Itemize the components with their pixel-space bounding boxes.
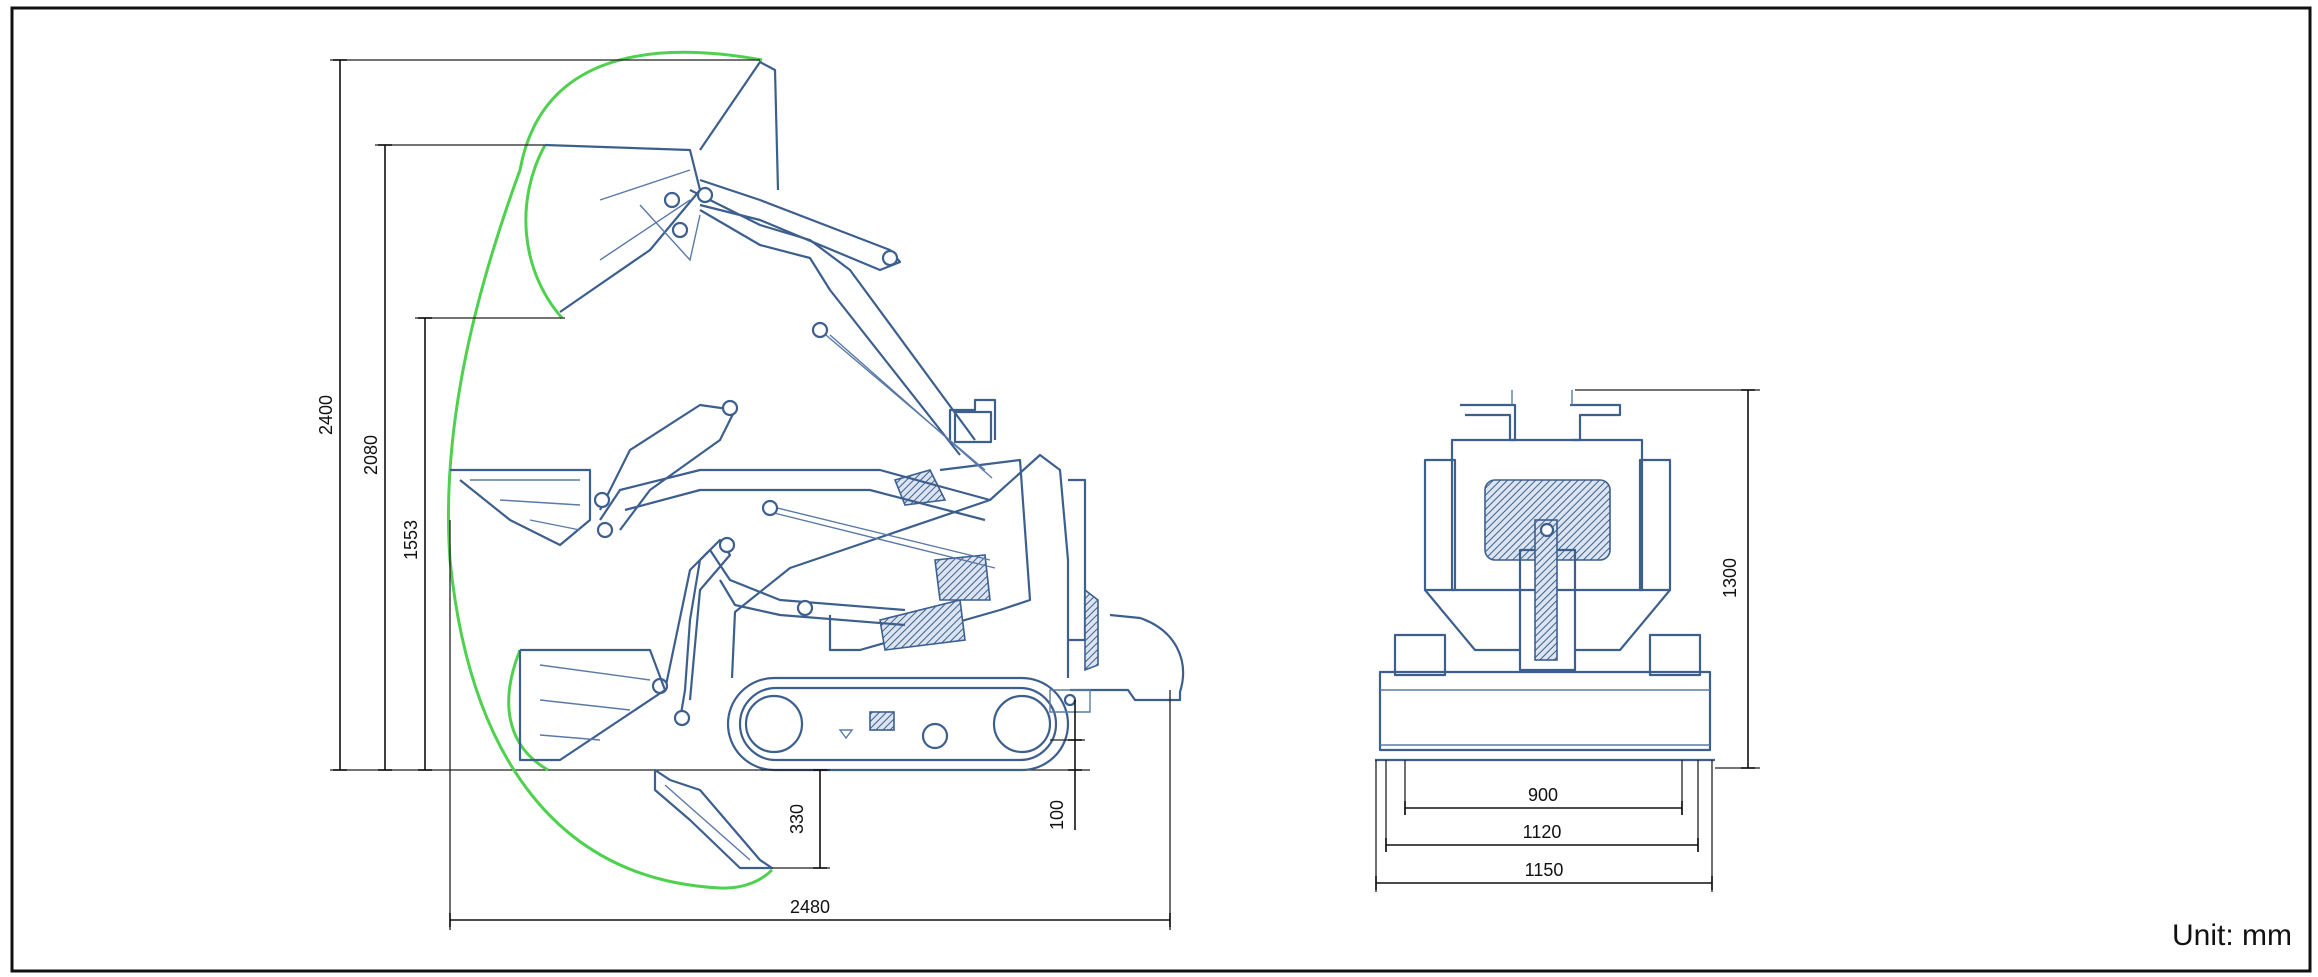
- dim-ground-clearance: 100: [1047, 800, 1067, 830]
- bucket-low: [518, 648, 667, 762]
- dim-track-gauge: 900: [1528, 785, 1558, 805]
- dim-dump-height: 1553: [401, 520, 421, 560]
- loader-arm-mid: [593, 399, 996, 569]
- dim-overall-length: 2480: [790, 897, 830, 917]
- loader-arm-raised: [663, 178, 993, 479]
- bucket-middle: [450, 468, 592, 547]
- unit-label: Unit: mm: [2172, 919, 2292, 952]
- front-view: 1300 900 1120 1150: [1375, 389, 1760, 892]
- dim-dig-depth: 330: [787, 804, 807, 834]
- bucket-top: [544, 60, 780, 313]
- loader-chassis: [726, 398, 1185, 772]
- dim-pin-height: 2080: [361, 435, 381, 475]
- dim-overall-width: 1150: [1525, 860, 1564, 880]
- side-view: 2400 2080 1553 330 100 2480: [316, 50, 1185, 930]
- dim-track-width: 1120: [1523, 822, 1562, 842]
- loader-arm-lowered: [651, 536, 906, 727]
- drawing-border: [10, 6, 2312, 973]
- dim-overall-height: 1300: [1720, 558, 1740, 598]
- loader-front: [1375, 390, 1715, 762]
- dim-max-height: 2400: [316, 395, 336, 435]
- bucket-reach-arc: [446, 50, 774, 890]
